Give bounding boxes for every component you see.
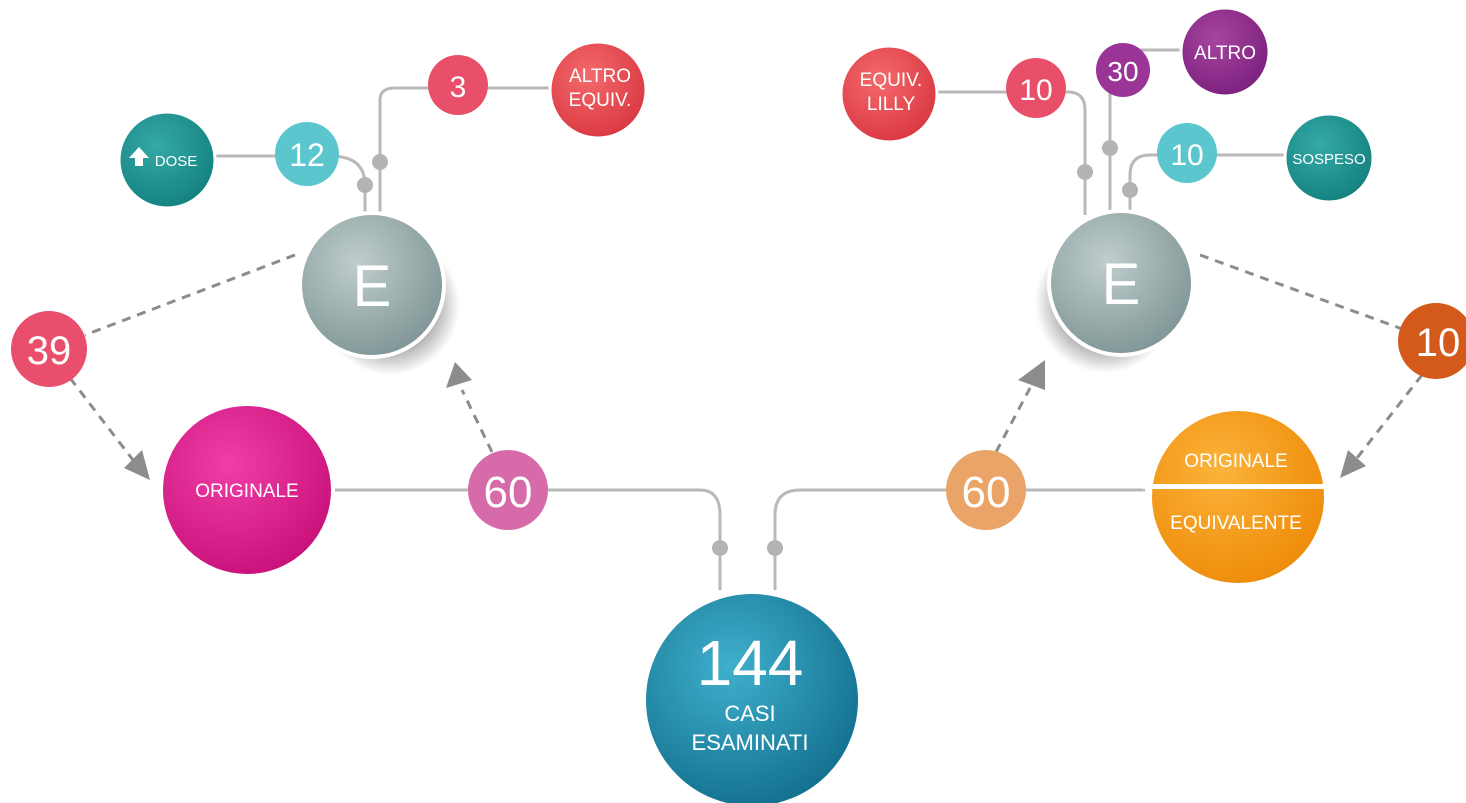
right-equivalent-label: EQUIVALENTE [1170, 513, 1302, 534]
left-return-count-node: 39 [11, 311, 87, 387]
left-other-equiv-outcome-node: ALTRO EQUIV. [548, 40, 648, 140]
left-branch-count-node: 60 [468, 450, 548, 530]
right-branch-count-node: 60 [946, 450, 1026, 530]
junction-dots [357, 140, 1138, 556]
left-hub-letter: E [353, 254, 392, 319]
arrowheads [124, 360, 1366, 480]
right-suspended-count-node: 10 [1157, 123, 1217, 183]
right-lilly-count: 10 [1019, 74, 1052, 107]
left-other-equiv-label-1: ALTRO [569, 66, 631, 87]
right-return-count-node: 10 [1398, 303, 1466, 379]
right-suspended-count: 10 [1170, 139, 1203, 172]
arrow-to-right-hub [1018, 360, 1045, 390]
right-original-label: ORIGINALE [1184, 451, 1287, 472]
left-dose-count-node: 12 [275, 122, 339, 186]
left-original-label: ORIGINALE [195, 481, 298, 502]
right-suspended-outcome-node: SOSPESO [1283, 112, 1375, 204]
right-other-count-node: 30 [1096, 43, 1150, 97]
dashed-connectors [68, 253, 1424, 461]
left-return-count: 39 [27, 329, 72, 373]
right-return-count: 10 [1416, 321, 1461, 365]
left-dose-outcome-node: DOSE [117, 110, 217, 210]
right-original-equivalent-node: ORIGINALE EQUIVALENTE [1143, 407, 1328, 587]
left-dose-count: 12 [289, 137, 325, 173]
arrow-to-right-original [1340, 450, 1366, 478]
right-other-label: ALTRO [1194, 43, 1256, 64]
right-suspended-label: SOSPESO [1292, 151, 1365, 168]
left-other-equiv-label-2: EQUIV. [569, 90, 632, 111]
right-lilly-label-1: EQUIV. [860, 70, 923, 91]
arrow-to-left-hub [446, 362, 472, 388]
arrow-to-left-original [124, 450, 150, 480]
total-cases-node: 144 CASI ESAMINATI [642, 590, 862, 803]
left-original-node: ORIGINALE [159, 402, 335, 578]
arrow-up-icon [129, 147, 149, 166]
left-other-equiv-count: 3 [450, 71, 467, 104]
left-dose-label: DOSE [155, 153, 198, 170]
right-lilly-label-2: LILLY [867, 94, 916, 115]
right-lilly-count-node: 10 [1006, 58, 1066, 118]
right-other-outcome-node: ALTRO [1179, 6, 1271, 98]
left-hub-node: E [298, 211, 460, 375]
total-cases-count: 144 [697, 627, 804, 699]
total-cases-label-1: CASI [724, 701, 775, 726]
total-cases-label-2: ESAMINATI [692, 730, 809, 755]
divider [1143, 484, 1327, 489]
right-lilly-outcome-node: EQUIV. LILLY [839, 44, 939, 144]
right-other-count: 30 [1107, 56, 1138, 87]
left-other-equiv-count-node: 3 [428, 55, 488, 115]
right-hub-node: E [1035, 209, 1195, 373]
left-branch-count: 60 [484, 468, 533, 517]
right-branch-count: 60 [962, 468, 1011, 517]
right-hub-letter: E [1102, 252, 1141, 317]
